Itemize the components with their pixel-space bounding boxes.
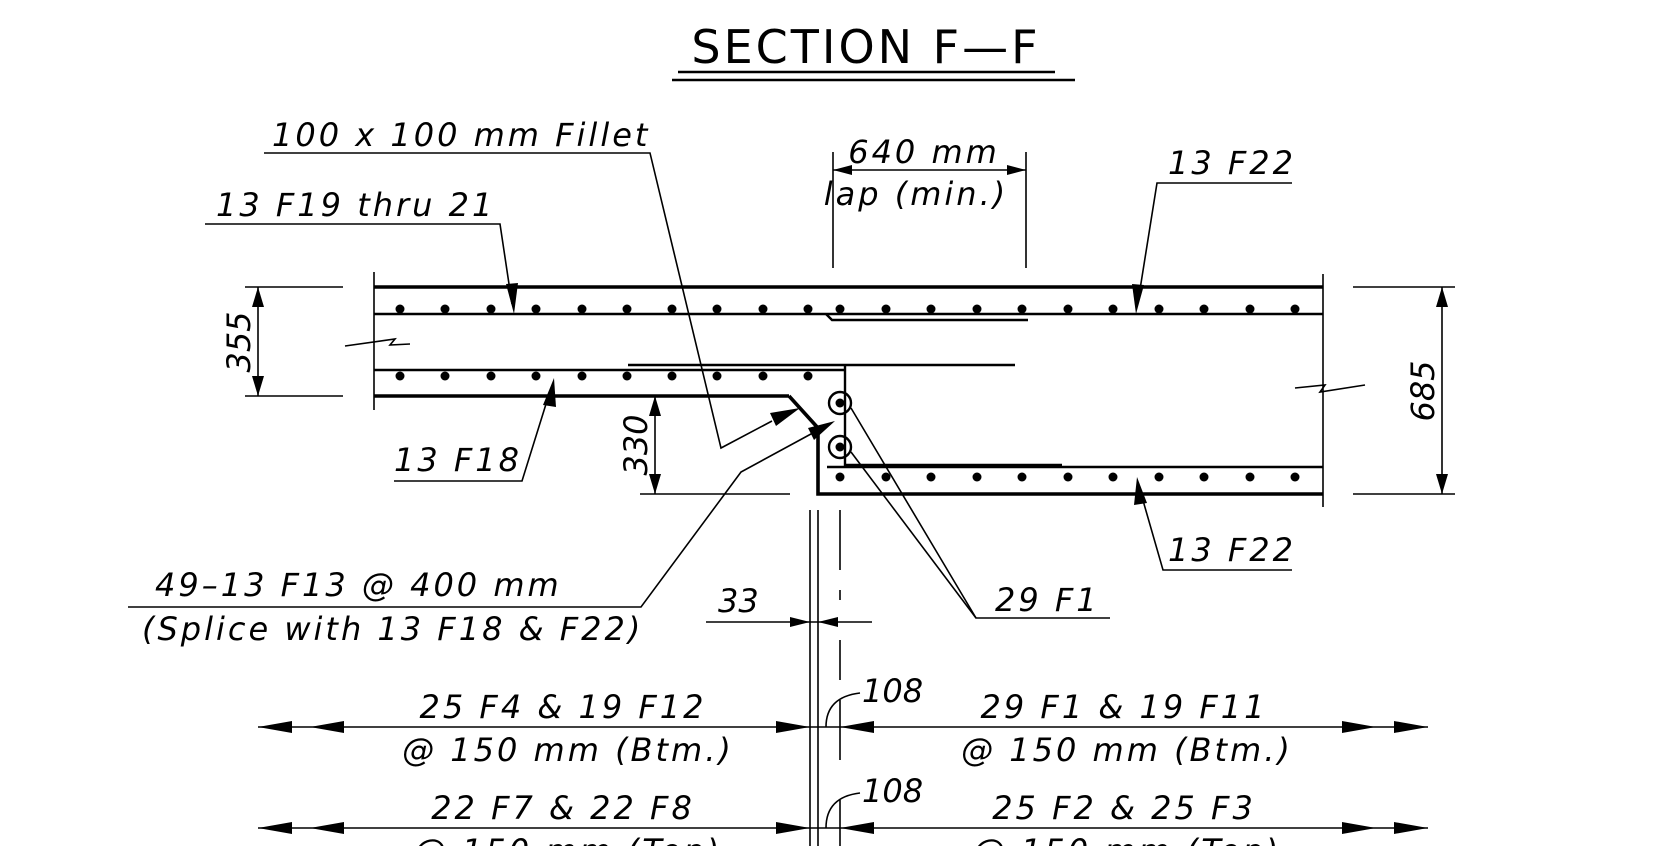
top-right-bar-leader bbox=[1137, 182, 1292, 303]
bottom-left-bar-label: 13 F18 bbox=[394, 441, 522, 479]
section-title: SECTION F—F bbox=[691, 20, 1040, 74]
bottom-right-bar-leader bbox=[1139, 489, 1292, 571]
corner-bars bbox=[827, 390, 853, 460]
bottom-right-bar-label: 13 F22 bbox=[1168, 531, 1296, 569]
top-left-bar-leader bbox=[205, 223, 513, 305]
corner-bar-label: 29 F1 bbox=[995, 581, 1100, 619]
left-top-label-1: 22 F7 & 22 F8 bbox=[431, 789, 695, 827]
right-top-label-1: 25 F2 & 25 F3 bbox=[992, 789, 1256, 827]
fillet-arrow bbox=[770, 408, 800, 426]
left-btm-label-1: 25 F4 & 19 F12 bbox=[420, 688, 707, 726]
stirrup-label-2: (Splice with 13 F18 & F22) bbox=[142, 610, 643, 648]
top-right-bar-arrow bbox=[1132, 284, 1144, 314]
right-btm-label-1: 29 F1 & 19 F11 bbox=[981, 688, 1268, 726]
lap-dimension bbox=[832, 152, 1027, 268]
fillet-leader bbox=[264, 152, 773, 450]
offset-top-label: 108 bbox=[862, 772, 923, 810]
lap-length-label: 640 mm bbox=[848, 133, 1000, 171]
corner-bar-leader-b bbox=[850, 451, 977, 619]
btm-extent-line bbox=[258, 721, 1428, 733]
offset-curve-btm bbox=[825, 692, 861, 728]
right-depth-dimension bbox=[1353, 286, 1455, 495]
bottom-left-bar-leader bbox=[394, 387, 552, 482]
rebar-lines bbox=[374, 312, 1323, 469]
top-extent-line bbox=[258, 822, 1428, 834]
step-height-dimension bbox=[640, 395, 790, 495]
left-depth-dimension bbox=[245, 286, 343, 397]
stirrup-leader bbox=[128, 427, 823, 608]
bottom-left-bar-arrow bbox=[543, 378, 556, 407]
offset-label: 33 bbox=[718, 582, 759, 620]
stirrup-arrow bbox=[808, 421, 835, 440]
rebar-dots-top bbox=[395, 304, 1300, 314]
fillet-label: 100 x 100 mm Fillet bbox=[272, 116, 650, 154]
joint-lines bbox=[809, 510, 841, 846]
right-top-label-2: @ 150 mm (Top) bbox=[973, 832, 1281, 846]
lap-note-label: lap (min.) bbox=[824, 175, 1008, 213]
top-left-bar-arrow bbox=[506, 283, 518, 314]
bottom-right-bar-arrow bbox=[1134, 477, 1147, 505]
offset-curve-top bbox=[825, 792, 861, 829]
step-height-label: 330 bbox=[617, 414, 655, 475]
top-left-bar-label: 13 F19 thru 21 bbox=[216, 186, 495, 224]
top-right-bar-label: 13 F22 bbox=[1168, 144, 1296, 182]
stirrup-label-1: 49–13 F13 @ 400 mm bbox=[155, 566, 562, 604]
left-depth-label: 355 bbox=[220, 311, 258, 372]
offset-btm-label: 108 bbox=[862, 672, 923, 710]
right-depth-label: 685 bbox=[1404, 360, 1442, 421]
offset-dimension bbox=[706, 617, 872, 627]
left-top-label-2: @ 150 mm (Top) bbox=[414, 832, 722, 846]
left-btm-label-2: @ 150 mm (Btm.) bbox=[402, 731, 734, 769]
rebar-dots-mid bbox=[395, 371, 813, 381]
right-btm-label-2: @ 150 mm (Btm.) bbox=[961, 731, 1293, 769]
rebar-dots-bottom bbox=[835, 472, 1300, 482]
